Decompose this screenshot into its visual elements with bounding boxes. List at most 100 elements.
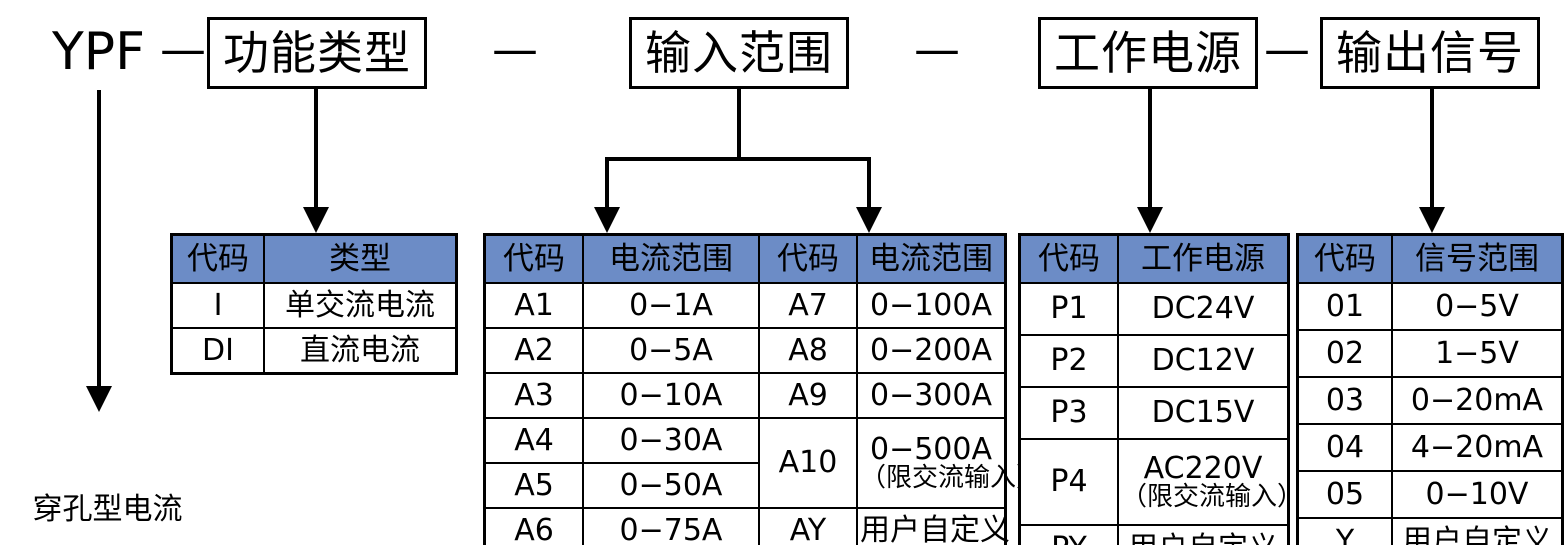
segment-box-function-type: 功能类型: [207, 17, 427, 89]
column-header-type: 类型: [263, 233, 458, 284]
connector-line-input-range-bar: [605, 157, 871, 161]
cell-power-supply-note: （限交流输入）: [1121, 482, 1304, 513]
table-row: DI 直流电流: [170, 327, 458, 375]
column-header-code-left: 代码: [483, 233, 584, 284]
cell-code: 02: [1296, 329, 1393, 378]
dash-0: —: [160, 22, 206, 76]
cell-power-supply: AC220V （限交流输入）: [1117, 438, 1304, 526]
cell-code-right: A10: [758, 417, 858, 509]
cell-code: PY: [1018, 524, 1119, 545]
arrow-head-prefix: [86, 386, 112, 412]
cell-range-left: 0−10A: [582, 372, 760, 419]
cell-range-right: 0−500A （限交流输入）: [856, 417, 1043, 509]
cell-power-supply: DC12V: [1117, 334, 1290, 388]
arrow-head-input-range-right: [856, 207, 882, 233]
connector-line-input-range-stem: [737, 89, 741, 159]
cell-code: P1: [1018, 282, 1119, 336]
cell-code-right: AY: [758, 507, 858, 545]
connector-line-prefix: [97, 90, 101, 386]
cell-range-right: 0−300A: [856, 372, 1007, 419]
table-row: P4 AC220V （限交流输入）: [1018, 438, 1304, 526]
table-header-row: 代码 电流范围 代码 电流范围: [483, 233, 1007, 284]
cell-signal-range: 0−5V: [1391, 282, 1564, 331]
table-row: 05 0−10V: [1296, 470, 1564, 519]
dash-3: —: [1264, 22, 1310, 76]
table-row: A4 0−30A A10 0−500A （限交流输入）: [483, 417, 1042, 509]
cell-code: Y: [1296, 517, 1393, 545]
cell-signal-range: 4−20mA: [1391, 423, 1564, 472]
cell-code-right: A8: [758, 327, 858, 374]
cell-range-right-note: （限交流输入）: [860, 463, 1043, 494]
model-prefix: YPF: [52, 22, 146, 82]
connector-line-input-range-left: [605, 157, 609, 213]
cell-code-left: A5: [483, 462, 584, 509]
cell-signal-range: 0−20mA: [1391, 376, 1564, 425]
connector-line-function-type: [314, 89, 318, 213]
table-row: 04 4−20mA: [1296, 423, 1564, 472]
table-row: A3 0−10A A9 0−300A: [483, 372, 1007, 419]
table-header-row: 代码 信号范围: [1296, 233, 1564, 284]
cell-code-left: A1: [483, 282, 584, 329]
table-row: A5 0−50A: [483, 462, 1006, 509]
table-row: P1 DC24V: [1018, 282, 1290, 336]
arrow-head-power-supply: [1137, 207, 1163, 233]
table-row: I 单交流电流: [170, 282, 458, 329]
cell-range-right: 用户自定义: [856, 507, 1010, 545]
table-row: 01 0−5V: [1296, 282, 1564, 331]
cell-range-left: 0−5A: [582, 327, 760, 374]
cell-code: 03: [1296, 376, 1393, 425]
table-header-row: 代码 类型: [170, 233, 458, 284]
cell-signal-range: 0−10V: [1391, 470, 1564, 519]
connector-line-power-supply: [1148, 89, 1152, 213]
table-row: 03 0−20mA: [1296, 376, 1564, 425]
segment-box-output-signal: 输出信号: [1320, 17, 1540, 89]
cell-code: DI: [170, 327, 265, 375]
column-header-code: 代码: [1018, 233, 1119, 284]
cell-code-right: A9: [758, 372, 858, 419]
cell-range-left: 0−75A: [582, 507, 760, 545]
cell-range-right-value: 0−500A: [869, 431, 992, 467]
arrow-head-output-signal: [1419, 207, 1445, 233]
cell-code: 04: [1296, 423, 1393, 472]
cell-range-left: 0−1A: [582, 282, 760, 329]
segment-box-input-range: 输入范围: [629, 17, 849, 89]
column-header-code-right: 代码: [758, 233, 858, 284]
column-header-code: 代码: [1296, 233, 1393, 284]
table-row: P2 DC12V: [1018, 334, 1290, 388]
cell-code-left: A4: [483, 417, 584, 464]
column-header-power-supply: 工作电源: [1117, 233, 1290, 284]
cell-power-supply: DC15V: [1117, 386, 1290, 440]
cell-range-right: 0−200A: [856, 327, 1007, 374]
cell-code: P2: [1018, 334, 1119, 388]
product-caption: 穿孔型电流 变送器: [0, 450, 215, 545]
column-header-signal-range: 信号范围: [1391, 233, 1564, 284]
column-header-code: 代码: [170, 233, 265, 284]
segment-box-power-supply: 工作电源: [1038, 17, 1258, 89]
dash-1: —: [492, 22, 538, 76]
cell-code-right: A7: [758, 282, 858, 329]
table-row: 02 1−5V: [1296, 329, 1564, 378]
cell-power-supply: DC24V: [1117, 282, 1290, 336]
column-header-current-range-left: 电流范围: [582, 233, 760, 284]
table-row: Y 用户自定义: [1296, 517, 1564, 545]
cell-code: P3: [1018, 386, 1119, 440]
table-row: A2 0−5A A8 0−200A: [483, 327, 1007, 374]
cell-code: 05: [1296, 470, 1393, 519]
table-row: A1 0−1A A7 0−100A: [483, 282, 1007, 329]
table-function-type: 代码 类型 I 单交流电流 DI 直流电流: [170, 233, 458, 375]
column-header-current-range-right: 电流范围: [856, 233, 1007, 284]
cell-power-supply: 用户自定义: [1117, 524, 1290, 545]
cell-range-left: 0−50A: [582, 462, 760, 509]
cell-range-left: 0−30A: [582, 417, 760, 464]
table-input-range: 代码 电流范围 代码 电流范围 A1 0−1A A7 0−100A A2 0−5…: [483, 233, 1042, 545]
table-row: P3 DC15V: [1018, 386, 1290, 440]
cell-code-left: A3: [483, 372, 584, 419]
dash-2: —: [914, 22, 960, 76]
product-caption-line1: 穿孔型电流: [32, 492, 183, 527]
connector-line-output-signal: [1430, 89, 1434, 213]
table-row: PY 用户自定义: [1018, 524, 1290, 545]
cell-code-left: A6: [483, 507, 584, 545]
cell-type: 单交流电流: [263, 282, 458, 329]
table-power-supply: 代码 工作电源 P1 DC24V P2 DC12V P3 DC15V P4 AC…: [1018, 233, 1304, 545]
arrow-head-input-range-left: [594, 207, 620, 233]
